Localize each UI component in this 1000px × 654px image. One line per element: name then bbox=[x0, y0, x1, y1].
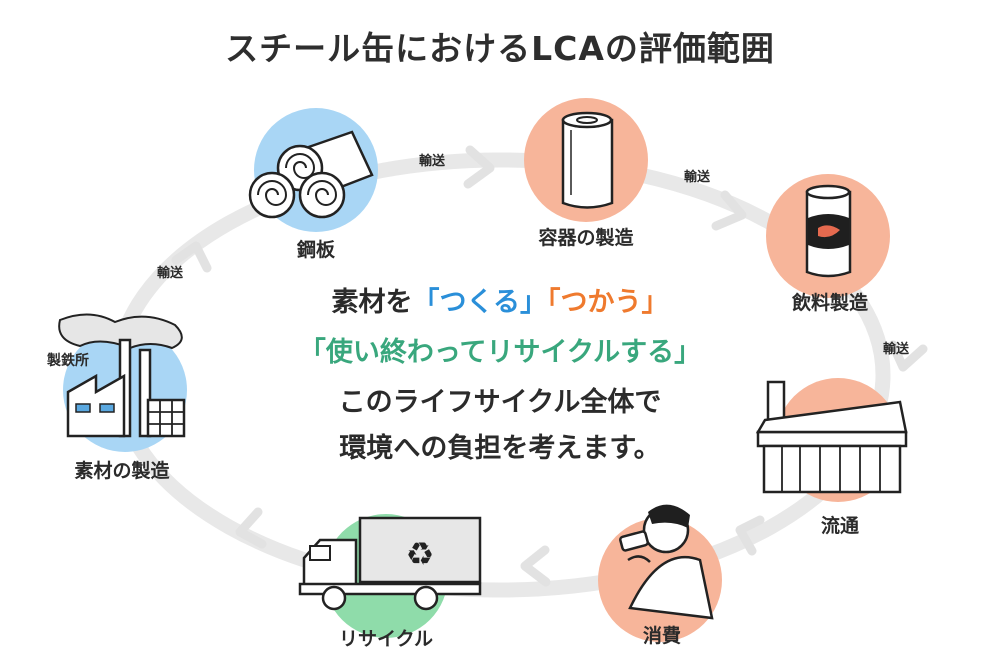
center-highlight-tsukuru: 「つくる」 bbox=[412, 287, 547, 318]
stage-material: 素材の製造 bbox=[74, 460, 170, 482]
page-title: スチール缶におけるLCAの評価範囲 bbox=[225, 29, 775, 68]
cycle-arrow bbox=[235, 507, 267, 549]
center-text: 素材を bbox=[331, 287, 413, 318]
stage-recycle: リサイクル bbox=[338, 628, 434, 650]
beverage-can-icon bbox=[766, 174, 890, 298]
stage-distribution: 流通 bbox=[820, 515, 860, 537]
center-highlight-tsukau: 「つかう」 bbox=[546, 287, 669, 318]
cycle-arrow bbox=[520, 545, 551, 587]
transport-label: 輸送 bbox=[156, 266, 184, 281]
cycle-arrow bbox=[171, 241, 212, 273]
cycle-arrow bbox=[735, 515, 765, 556]
center-line-3: このライフサイクル全体で bbox=[338, 387, 662, 418]
stage-steel-plate: 鋼板 bbox=[296, 239, 336, 261]
stage-can-making: 容器の製造 bbox=[538, 227, 634, 249]
center-line-2: 「使い終わってリサイクルする」 bbox=[298, 337, 702, 368]
svg-text:♻: ♻ bbox=[406, 535, 435, 573]
center-line-4: 環境への負担を考えます。 bbox=[339, 433, 661, 464]
store-icon bbox=[755, 378, 908, 502]
factory-icon bbox=[58, 313, 187, 452]
stage-beverage: 飲料製造 bbox=[791, 292, 869, 314]
drinking-person-icon bbox=[598, 504, 722, 642]
cycle-arrow bbox=[463, 145, 495, 189]
recycle-truck-icon: ♻ bbox=[298, 514, 482, 638]
can-icon bbox=[524, 98, 648, 222]
center-line-1: 素材を「つくる」「つかう」 bbox=[0, 282, 1000, 324]
cycle-arrow bbox=[711, 190, 747, 231]
cycle-arrow bbox=[888, 340, 928, 372]
transport-label: 輸送 bbox=[683, 170, 711, 185]
steel-coil-icon bbox=[248, 108, 378, 232]
transport-label: 輸送 bbox=[882, 342, 910, 357]
steelworks-label: 製鉄所 bbox=[47, 353, 89, 369]
stage-consumption: 消費 bbox=[642, 625, 682, 647]
transport-label: 輸送 bbox=[418, 154, 446, 169]
